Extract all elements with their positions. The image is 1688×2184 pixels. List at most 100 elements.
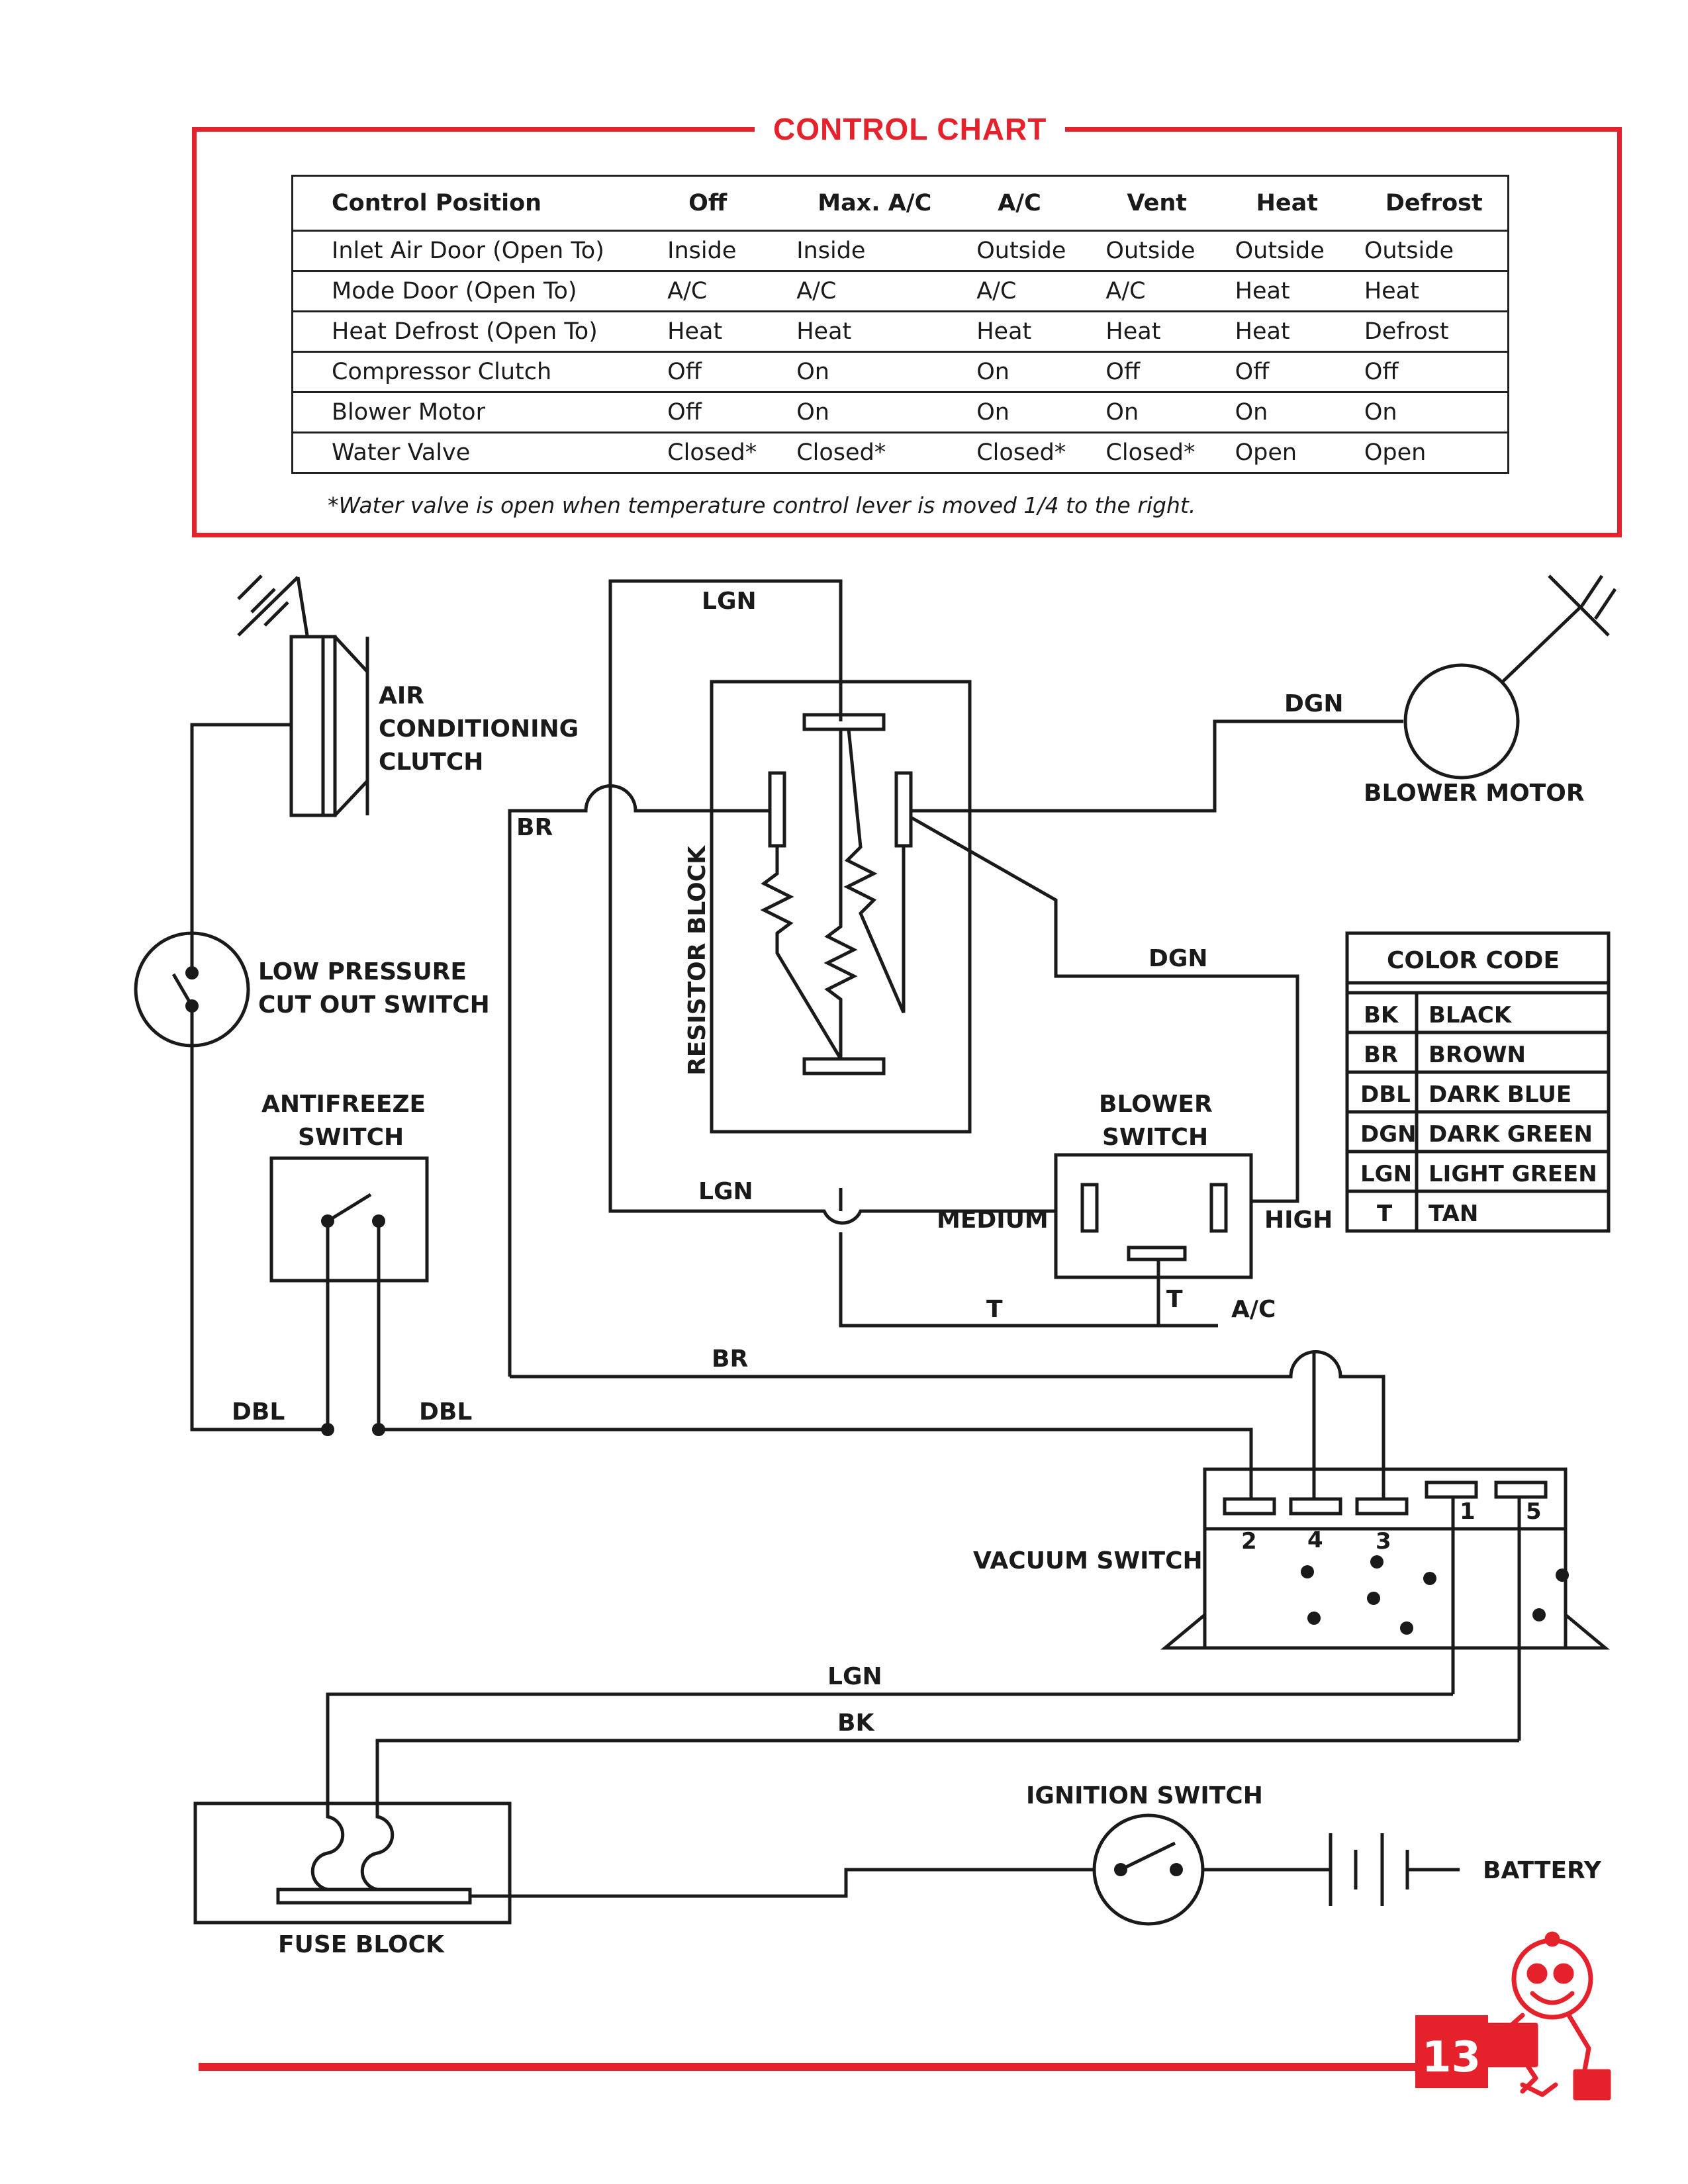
vacuum-switch-label: VACUUM SWITCH: [973, 1547, 1203, 1574]
switch-contact-dot: [1114, 1863, 1127, 1876]
resistor-block-label: RESISTOR BLOCK: [684, 845, 711, 1075]
table-cell: Heat: [958, 311, 1088, 353]
color-code-name: BROWN: [1429, 1042, 1526, 1068]
blower-switch-symbol: [1054, 1153, 1253, 1326]
ac-clutch-label-1: AIR: [379, 682, 424, 709]
wire-label-dgn-motor: DGN: [1284, 690, 1344, 717]
table-cell: Heat: [1216, 311, 1346, 353]
ac-port-label: A/C: [1231, 1296, 1276, 1323]
water-valve-footnote: *Water valve is open when temperature co…: [328, 492, 1196, 518]
low-pressure-switch-symbol: [134, 931, 250, 1048]
table-cell: Closed*: [1105, 439, 1196, 466]
table-cell: Mode Door (Open To): [292, 271, 649, 312]
table-header-row: Control Position Off Max. A/C A/C Vent H…: [292, 175, 1509, 232]
table-cell: A/C: [1087, 271, 1217, 312]
table-cell: Inlet Air Door (Open To): [292, 230, 649, 272]
table-cell: Inside: [649, 230, 778, 272]
vacuum-switch-symbol: [1160, 1467, 1610, 1741]
antifreeze-label-1: ANTIFREEZE: [261, 1091, 426, 1118]
color-code-abbr: DGN: [1360, 1121, 1417, 1148]
table-cell: Outside: [1087, 230, 1217, 272]
switch-contact-dot: [185, 999, 199, 1013]
table-row: Water Valve Closed* Closed* Closed* Clos…: [293, 433, 1509, 473]
fuse-block-symbol: [193, 1801, 512, 1925]
color-code-frame: [1345, 931, 1611, 1233]
table-header: Control Position: [292, 175, 649, 232]
table-cell: Water Valve: [332, 439, 471, 466]
wire-label-t-left: T: [986, 1296, 1003, 1323]
switch-contact-dot: [1170, 1863, 1183, 1876]
table-cell: Inside: [778, 230, 959, 272]
mascot-icon: [1480, 1931, 1611, 2101]
blower-motor-symbol: [1403, 574, 1617, 780]
table-header: Defrost: [1345, 175, 1509, 232]
vacuum-dot: [1556, 1569, 1569, 1582]
low-pressure-label-2: CUT OUT SWITCH: [258, 991, 490, 1019]
table-cell: Closed*: [667, 439, 757, 466]
table-cell: Closed*: [796, 439, 886, 466]
junction-dot: [372, 1423, 385, 1436]
ignition-switch-label: IGNITION SWITCH: [1026, 1782, 1263, 1809]
medium-label: MEDIUM: [937, 1206, 1049, 1234]
table-cell: Outside: [1216, 230, 1346, 272]
table-row: Mode Door (Open To) A/C A/C A/C A/C Heat…: [292, 271, 1509, 312]
vacuum-dot: [1532, 1608, 1546, 1621]
wire-label-br-bottom: BR: [712, 1345, 748, 1373]
vacuum-dot: [1423, 1572, 1436, 1585]
wire-label-dbl-left: DBL: [232, 1398, 285, 1426]
table-header: A/C: [958, 175, 1088, 232]
table-cell: Heat: [778, 311, 959, 353]
table-cell: Heat: [1345, 271, 1509, 312]
wire-label-bk-bottom: BK: [837, 1709, 874, 1737]
ac-clutch-label-2: CONDITIONING: [379, 715, 579, 743]
table-cell: Off: [649, 351, 778, 393]
control-chart-title: CONTROL CHART: [755, 111, 1066, 147]
page-number-badge: [1415, 2015, 1488, 2088]
battery-label: BATTERY: [1483, 1857, 1602, 1884]
color-code-name: DARK BLUE: [1429, 1081, 1571, 1108]
table-cell: A/C: [958, 271, 1088, 312]
vacuum-port-label: 4: [1307, 1527, 1323, 1553]
vacuum-dot: [1307, 1612, 1321, 1625]
ac-clutch-symbol: [237, 574, 369, 817]
switch-contact-dot: [185, 966, 199, 979]
table-header: Off: [649, 175, 778, 232]
wire-label-dbl-right: DBL: [419, 1398, 472, 1426]
table-cell: On: [958, 351, 1088, 393]
ac-clutch-label-3: CLUTCH: [379, 749, 483, 776]
vacuum-port-label: 5: [1526, 1498, 1542, 1525]
table-cell: Compressor Clutch: [292, 351, 649, 393]
color-code-name: LIGHT GREEN: [1429, 1161, 1597, 1187]
table-cell: On: [778, 392, 959, 433]
color-code-name: TAN: [1429, 1201, 1478, 1227]
table-cell: Off: [1345, 351, 1509, 393]
color-code-title: COLOR CODE: [1387, 947, 1560, 974]
table-cell: Outside: [958, 230, 1088, 272]
table-cell: On: [778, 351, 959, 393]
table-header: Heat: [1216, 175, 1346, 232]
table-cell: Heat: [649, 311, 778, 353]
fuse-block-label: FUSE BLOCK: [278, 1931, 445, 1958]
color-code-name: DARK GREEN: [1429, 1121, 1593, 1148]
table-cell: Closed*: [976, 439, 1066, 466]
high-label: HIGH: [1264, 1206, 1333, 1234]
table-cell: Heat: [1087, 311, 1217, 353]
table-cell: Outside: [1345, 230, 1509, 272]
table-cell: Off: [1216, 351, 1346, 393]
vacuum-dot: [1400, 1621, 1413, 1635]
page-number: 13: [1422, 2033, 1481, 2082]
table-row: Blower Motor Off On On On On On: [292, 392, 1509, 433]
table-cell: A/C: [649, 271, 778, 312]
color-code-abbr: BR: [1364, 1042, 1398, 1068]
vacuum-dot: [1301, 1565, 1314, 1578]
table-cell: Defrost: [1345, 311, 1509, 353]
low-pressure-label-1: LOW PRESSURE: [258, 958, 467, 985]
table-cell: On: [1345, 392, 1509, 433]
table-cell: Open: [1364, 439, 1427, 466]
table-row: Compressor Clutch Off On On Off Off Off: [292, 351, 1509, 393]
blower-switch-label-2: SWITCH: [1102, 1124, 1208, 1151]
table-cell: Off: [1087, 351, 1217, 393]
vacuum-port-label: 2: [1241, 1528, 1257, 1555]
